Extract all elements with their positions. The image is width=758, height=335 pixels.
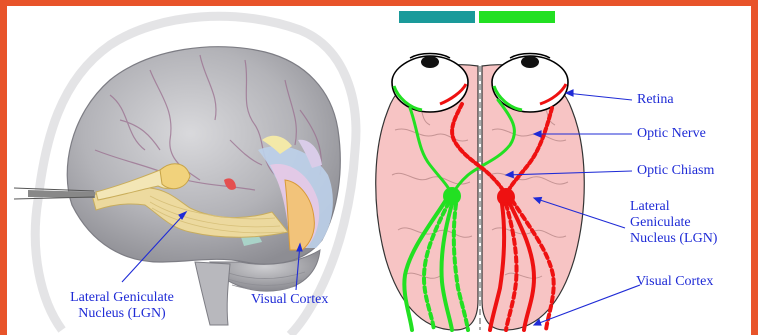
right-visual-field-bar — [479, 11, 555, 23]
left-visual-cortex-label: Visual Cortex — [251, 292, 328, 308]
brainstem — [195, 262, 230, 325]
left-eye — [392, 54, 468, 113]
optic-nerve-label: Optic Nerve — [637, 126, 706, 142]
optic-chiasm-label: Optic Chiasm — [637, 163, 714, 179]
left-lgn-label: Lateral Geniculate Nucleus (LGN) — [52, 290, 192, 322]
left-visual-field-bar — [399, 11, 475, 23]
left-lgn-label-line1: Lateral Geniculate — [52, 290, 192, 306]
right-visual-cortex-label: Visual Cortex — [636, 274, 713, 290]
left-lgn-label-line2: Nucleus (LGN) — [52, 306, 192, 322]
right-lgn-label: Lateral Geniculate Nucleus (LGN) — [630, 199, 717, 247]
right-lgn-label-line2: Geniculate — [630, 215, 717, 231]
retina-label: Retina — [637, 92, 674, 108]
right-eye — [492, 54, 568, 113]
right-lgn-label-line3: Nucleus (LGN) — [630, 231, 717, 247]
right-lgn-label-line1: Lateral — [630, 199, 717, 215]
brain-illustration — [14, 47, 340, 325]
